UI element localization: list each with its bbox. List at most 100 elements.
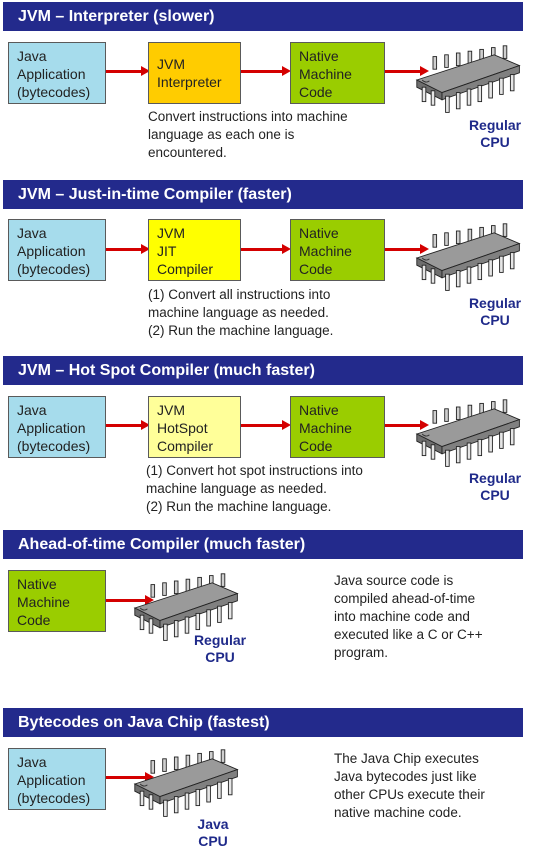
box-line: Interpreter xyxy=(157,74,222,90)
section-1-header: JVM – Interpreter (slower) xyxy=(3,2,528,36)
arrow xyxy=(106,772,154,782)
note-line: encountered. xyxy=(148,145,227,160)
box-line: Code xyxy=(299,261,333,277)
box-line: Application xyxy=(17,420,86,436)
note-line: executed like a C or C++ xyxy=(334,627,483,642)
box-line: (bytecodes) xyxy=(17,261,91,277)
box-line: Machine xyxy=(299,420,352,436)
box-line: Native xyxy=(299,48,339,64)
note-line: (1) Convert all instructions into xyxy=(148,287,331,302)
cpu-label: Regular CPU xyxy=(460,117,530,151)
box-line: Native xyxy=(299,225,339,241)
box-line: JIT xyxy=(157,243,177,259)
section-5-note: The Java Chip executes Java bytecodes ju… xyxy=(334,750,485,822)
arrow xyxy=(241,244,291,254)
box-line: JVM xyxy=(157,225,185,241)
cpu-label-line: Regular xyxy=(193,632,247,648)
cpu-label-line: Regular xyxy=(468,295,522,311)
native-machine-code-box: Native Machine Code xyxy=(290,219,385,281)
box-line: (bytecodes) xyxy=(17,790,91,806)
java-application-box: Java Application (bytecodes) xyxy=(8,396,106,458)
jvm-hotspot-compiler-box: JVM HotSpot Compiler xyxy=(148,396,241,458)
note-line: Java bytecodes just like xyxy=(334,769,477,784)
note-line: native machine code. xyxy=(334,805,462,820)
box-line: Compiler xyxy=(157,438,214,454)
section-3-header: JVM – Hot Spot Compiler (much faster) xyxy=(3,356,528,390)
native-machine-code-box: Native Machine Code xyxy=(8,570,106,632)
note-line: into machine code and xyxy=(334,609,470,624)
arrow xyxy=(106,244,150,254)
box-line: JVM xyxy=(157,402,185,418)
section-4-header: Ahead-of-time Compiler (much faster) xyxy=(3,530,528,564)
box-line: Java xyxy=(17,48,47,64)
note-line: Convert instructions into machine xyxy=(148,109,348,124)
box-line: Application xyxy=(17,772,86,788)
box-line: HotSpot xyxy=(157,420,208,436)
cpu-label-line: Regular xyxy=(468,117,522,133)
note-line: (1) Convert hot spot instructions into xyxy=(146,463,363,478)
cpu-label: Regular CPU xyxy=(460,470,530,504)
cpu-chip-icon xyxy=(134,749,238,817)
note-line: Java source code is xyxy=(334,573,454,588)
cpu-label-line: CPU xyxy=(480,312,510,328)
section-2-header: JVM – Just-in-time Compiler (faster) xyxy=(3,180,528,214)
box-line: Java xyxy=(17,225,47,241)
box-line: Java xyxy=(17,754,47,770)
box-line: Machine xyxy=(299,66,352,82)
note-line: program. xyxy=(334,645,389,660)
cpu-chip-icon xyxy=(416,399,520,467)
note-line: (2) Run the machine language. xyxy=(146,499,332,514)
cpu-label-line: CPU xyxy=(198,833,228,849)
jvm-interpreter-box: JVM Interpreter xyxy=(148,42,241,104)
cpu-label-line: Regular xyxy=(468,470,522,486)
cpu-chip-icon xyxy=(416,223,520,291)
box-line: Compiler xyxy=(157,261,214,277)
arrow xyxy=(241,420,291,430)
note-line: The Java Chip executes xyxy=(334,751,479,766)
note-line: machine language as needed. xyxy=(148,305,329,320)
box-line: Java xyxy=(17,402,47,418)
native-machine-code-box: Native Machine Code xyxy=(290,42,385,104)
box-line: Machine xyxy=(299,243,352,259)
box-line: Code xyxy=(299,84,333,100)
cpu-label-line: CPU xyxy=(205,649,235,665)
cpu-label-line: CPU xyxy=(480,487,510,503)
box-line: Machine xyxy=(17,594,70,610)
box-line: Native xyxy=(299,402,339,418)
arrow xyxy=(385,244,429,254)
section-3-note: (1) Convert hot spot instructions into m… xyxy=(146,462,363,516)
note-line: (2) Run the machine language. xyxy=(148,323,334,338)
cpu-label: Java CPU xyxy=(178,816,248,850)
box-line: Code xyxy=(299,438,333,454)
box-line: (bytecodes) xyxy=(17,438,91,454)
arrow xyxy=(106,66,150,76)
cpu-label-line: Java xyxy=(197,816,229,832)
arrow xyxy=(241,66,291,76)
box-line: Application xyxy=(17,66,86,82)
arrow xyxy=(385,66,429,76)
note-line: machine language as needed. xyxy=(146,481,327,496)
arrow xyxy=(385,420,429,430)
java-application-box: Java Application (bytecodes) xyxy=(8,42,106,104)
box-line: (bytecodes) xyxy=(17,84,91,100)
cpu-chip-icon xyxy=(416,45,520,113)
arrow xyxy=(106,420,150,430)
jvm-jit-compiler-box: JVM JIT Compiler xyxy=(148,219,241,281)
arrow xyxy=(106,595,154,605)
box-line: JVM xyxy=(157,56,185,72)
box-line: Code xyxy=(17,612,51,628)
section-4-note: Java source code is compiled ahead-of-ti… xyxy=(334,572,483,662)
cpu-label: Regular CPU xyxy=(185,632,255,666)
cpu-label-line: CPU xyxy=(480,134,510,150)
box-line: Application xyxy=(17,243,86,259)
section-2-note: (1) Convert all instructions into machin… xyxy=(148,286,333,340)
note-line: language as each one is xyxy=(148,127,295,142)
cpu-label: Regular CPU xyxy=(460,295,530,329)
java-application-box: Java Application (bytecodes) xyxy=(8,219,106,281)
section-1-note: Convert instructions into machine langua… xyxy=(148,108,348,162)
native-machine-code-box: Native Machine Code xyxy=(290,396,385,458)
section-5-header: Bytecodes on Java Chip (fastest) xyxy=(3,708,528,742)
box-line: Native xyxy=(17,576,57,592)
note-line: compiled ahead-of-time xyxy=(334,591,476,606)
java-application-box: Java Application (bytecodes) xyxy=(8,748,106,810)
